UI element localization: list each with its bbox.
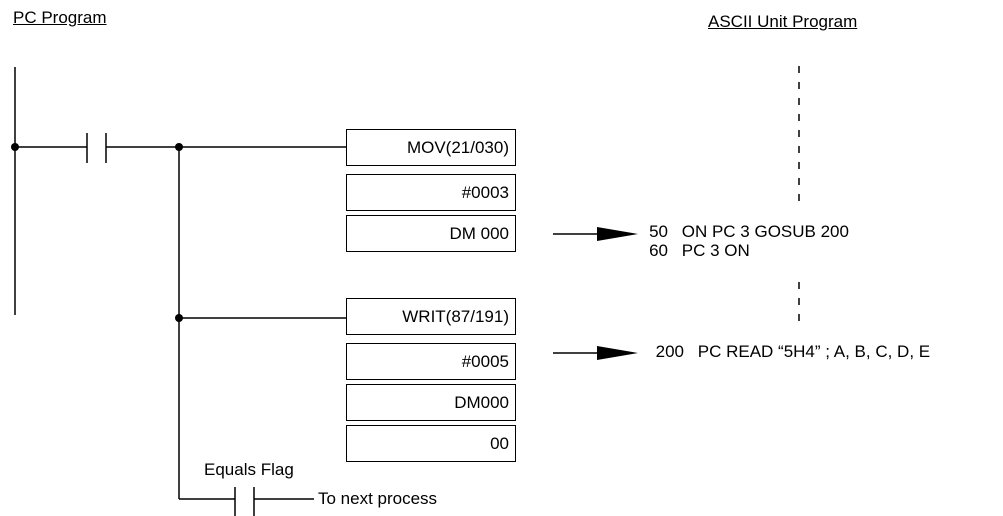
- program-line: 50 ON PC 3 GOSUB 200: [642, 222, 849, 242]
- ascii-unit-program-heading: ASCII Unit Program: [708, 12, 858, 31]
- writ-opcode-cell: WRIT(87/191): [346, 298, 516, 335]
- junction-dot: [11, 143, 19, 151]
- line-number: 200: [655, 342, 684, 361]
- arrow-head: [597, 227, 638, 241]
- junction-dot: [175, 314, 183, 322]
- arrow-head: [597, 346, 638, 360]
- program-line: 200 PC READ “5H4” ; A, B, C, D, E: [650, 342, 931, 362]
- program-line: 60 PC 3 ON: [642, 241, 750, 261]
- line-number: 60: [649, 241, 668, 260]
- writ-source-cell: DM000: [346, 384, 516, 421]
- line-statement: ON PC 3 GOSUB 200: [681, 222, 849, 241]
- mov-destination-cell: DM 000: [346, 215, 516, 252]
- line-statement: PC READ “5H4” ; A, B, C, D, E: [697, 342, 931, 361]
- equals-flag-label: Equals Flag: [204, 460, 294, 479]
- to-next-process-label: To next process: [318, 489, 438, 508]
- writ-words-cell: #0005: [346, 343, 516, 380]
- pc-program-heading: PC Program: [13, 8, 107, 27]
- junction-dot: [175, 143, 183, 151]
- line-number: 50: [649, 222, 668, 241]
- mov-opcode-cell: MOV(21/030): [346, 129, 516, 166]
- writ-control-cell: 00: [346, 425, 516, 462]
- mov-source-cell: #0003: [346, 174, 516, 211]
- line-statement: PC 3 ON: [681, 241, 750, 260]
